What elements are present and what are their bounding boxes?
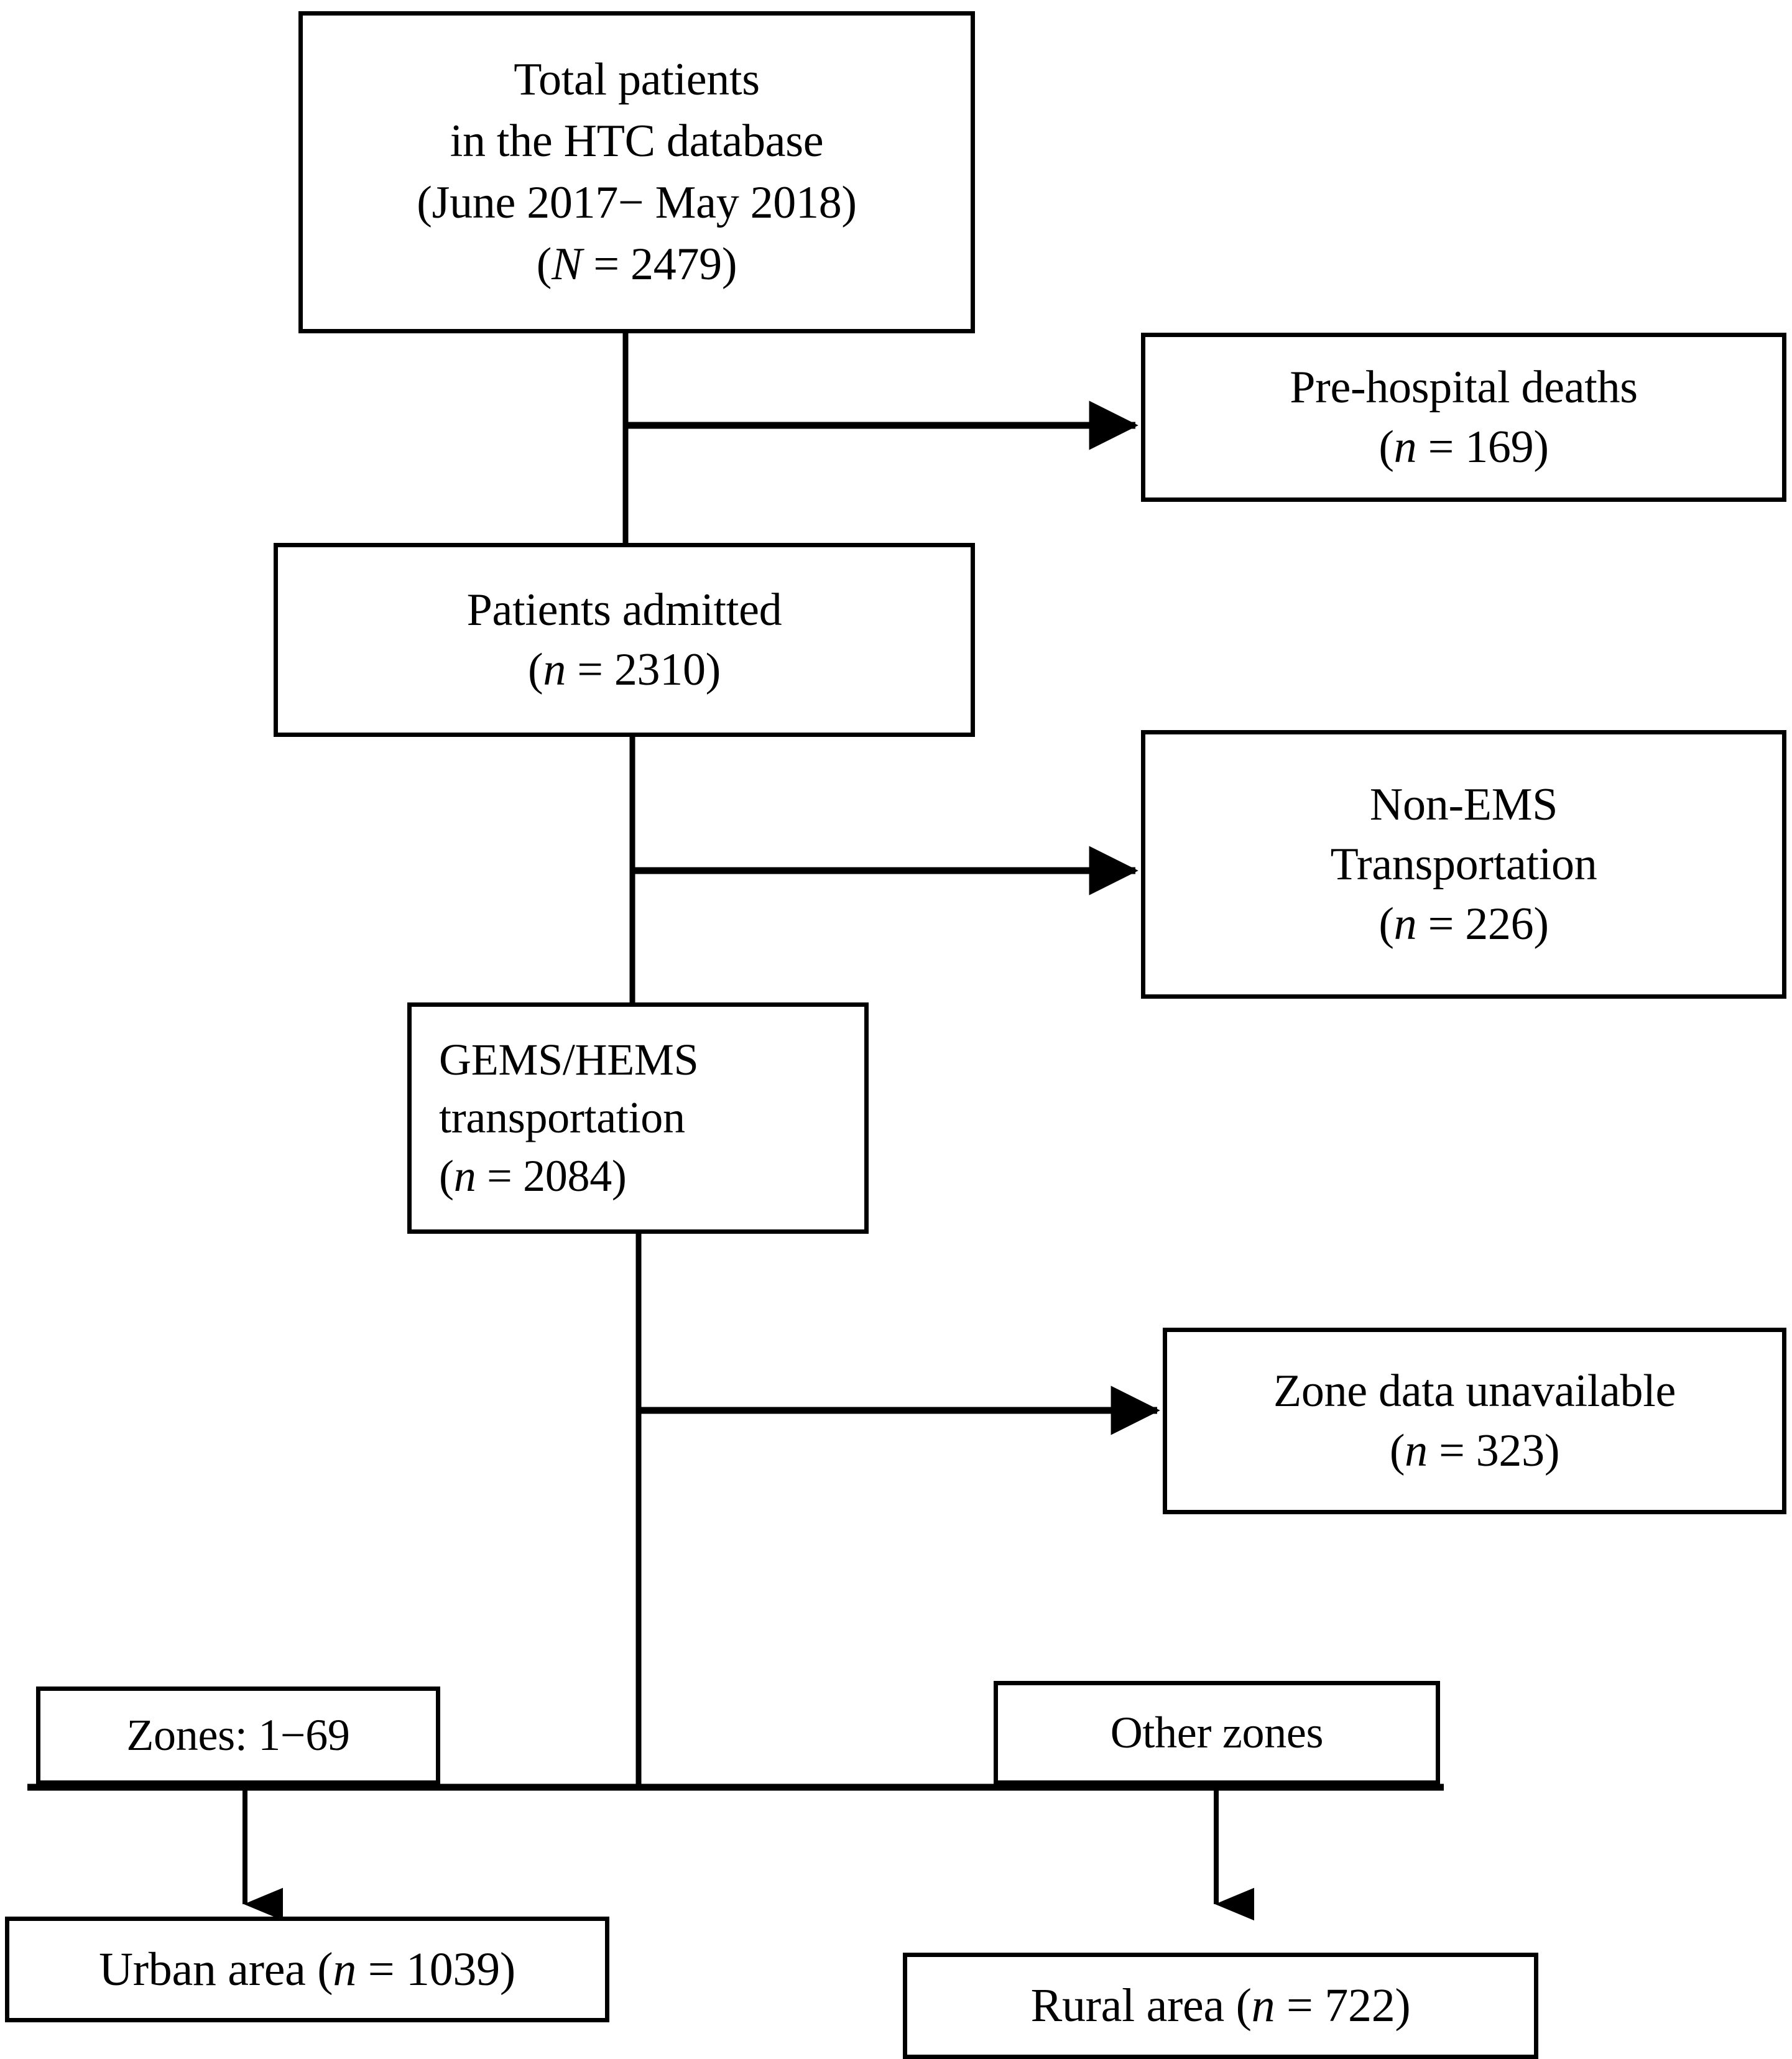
node-zone-data-unavailable: Zone data unavailable (n = 323) (1163, 1328, 1786, 1514)
node-total-patients-line-3: (June 2017− May 2018) (417, 177, 857, 228)
node-urban-area-label: Urban area (n = 1039) (99, 1943, 515, 1996)
count-symbol-n: n (453, 1150, 476, 1201)
node-total-patients-line-1: Total patients (514, 53, 760, 105)
count-symbol-n: n (333, 1943, 357, 1996)
node-total-patients-line-2: in the HTC database (450, 115, 824, 167)
count-value-urban: 1039 (406, 1943, 500, 1996)
node-non-ems-line-1: Non-EMS (1369, 779, 1558, 830)
count-symbol-n: n (543, 644, 566, 695)
node-total-patients: Total patients in the HTC database (June… (298, 11, 975, 333)
node-rural-area: Rural area (n = 722) (903, 1953, 1538, 2059)
node-other-zones-label: Other zones (1110, 1707, 1324, 1757)
node-gems-hems-line-1: GEMS/HEMS (439, 1034, 699, 1085)
node-patients-admitted: Patients admitted (n = 2310) (274, 543, 975, 737)
node-rural-area-label: Rural area (n = 722) (1030, 1979, 1411, 2032)
count-value-admitted: 2310 (614, 644, 706, 695)
node-gems-hems-line-2: transportation (439, 1093, 685, 1143)
node-zone-data-unavailable-count: (n = 323) (1389, 1425, 1560, 1476)
node-pre-hospital-deaths-count: (n = 169) (1379, 422, 1549, 473)
node-zone-data-unavailable-label: Zone data unavailable (1273, 1365, 1676, 1417)
count-value-gems: 2084 (523, 1150, 612, 1201)
count-symbol-n: n (1251, 1979, 1275, 2032)
count-value-zonedata: 323 (1476, 1425, 1545, 1476)
node-urban-area: Urban area (n = 1039) (5, 1917, 609, 2022)
node-gems-hems-count: (n = 2084) (439, 1150, 627, 1201)
count-symbol-n: n (1405, 1425, 1428, 1476)
node-non-ems-count: (n = 226) (1379, 899, 1549, 950)
node-pre-hospital-deaths-label: Pre-hospital deaths (1290, 361, 1638, 413)
node-patients-admitted-label: Patients admitted (466, 584, 782, 636)
node-zones-1-69: Zones: 1−69 (36, 1687, 440, 1785)
count-value-nonems: 226 (1465, 899, 1534, 950)
node-rural-area-text: Rural area (1030, 1979, 1225, 2032)
count-value-prehospital: 169 (1465, 422, 1534, 473)
node-non-ems-line-2: Transportation (1330, 838, 1597, 890)
node-urban-area-text: Urban area (99, 1943, 306, 1996)
node-patients-admitted-count: (n = 2310) (527, 644, 721, 695)
node-non-ems-transportation: Non-EMS Transportation (n = 226) (1141, 730, 1786, 999)
count-symbol-n: n (1393, 422, 1417, 473)
node-other-zones: Other zones (994, 1681, 1440, 1785)
node-total-patients-count: (N = 2479) (536, 239, 737, 290)
node-pre-hospital-deaths: Pre-hospital deaths (n = 169) (1141, 333, 1786, 502)
node-gems-hems-transportation: GEMS/HEMS transportation (n = 2084) (407, 1002, 869, 1234)
count-symbol-N: N (552, 239, 583, 290)
count-symbol-n: n (1393, 899, 1417, 950)
count-value-rural: 722 (1324, 1979, 1395, 2032)
count-value-total: 2479 (630, 239, 722, 290)
node-zones-1-69-label: Zones: 1−69 (126, 1710, 350, 1761)
